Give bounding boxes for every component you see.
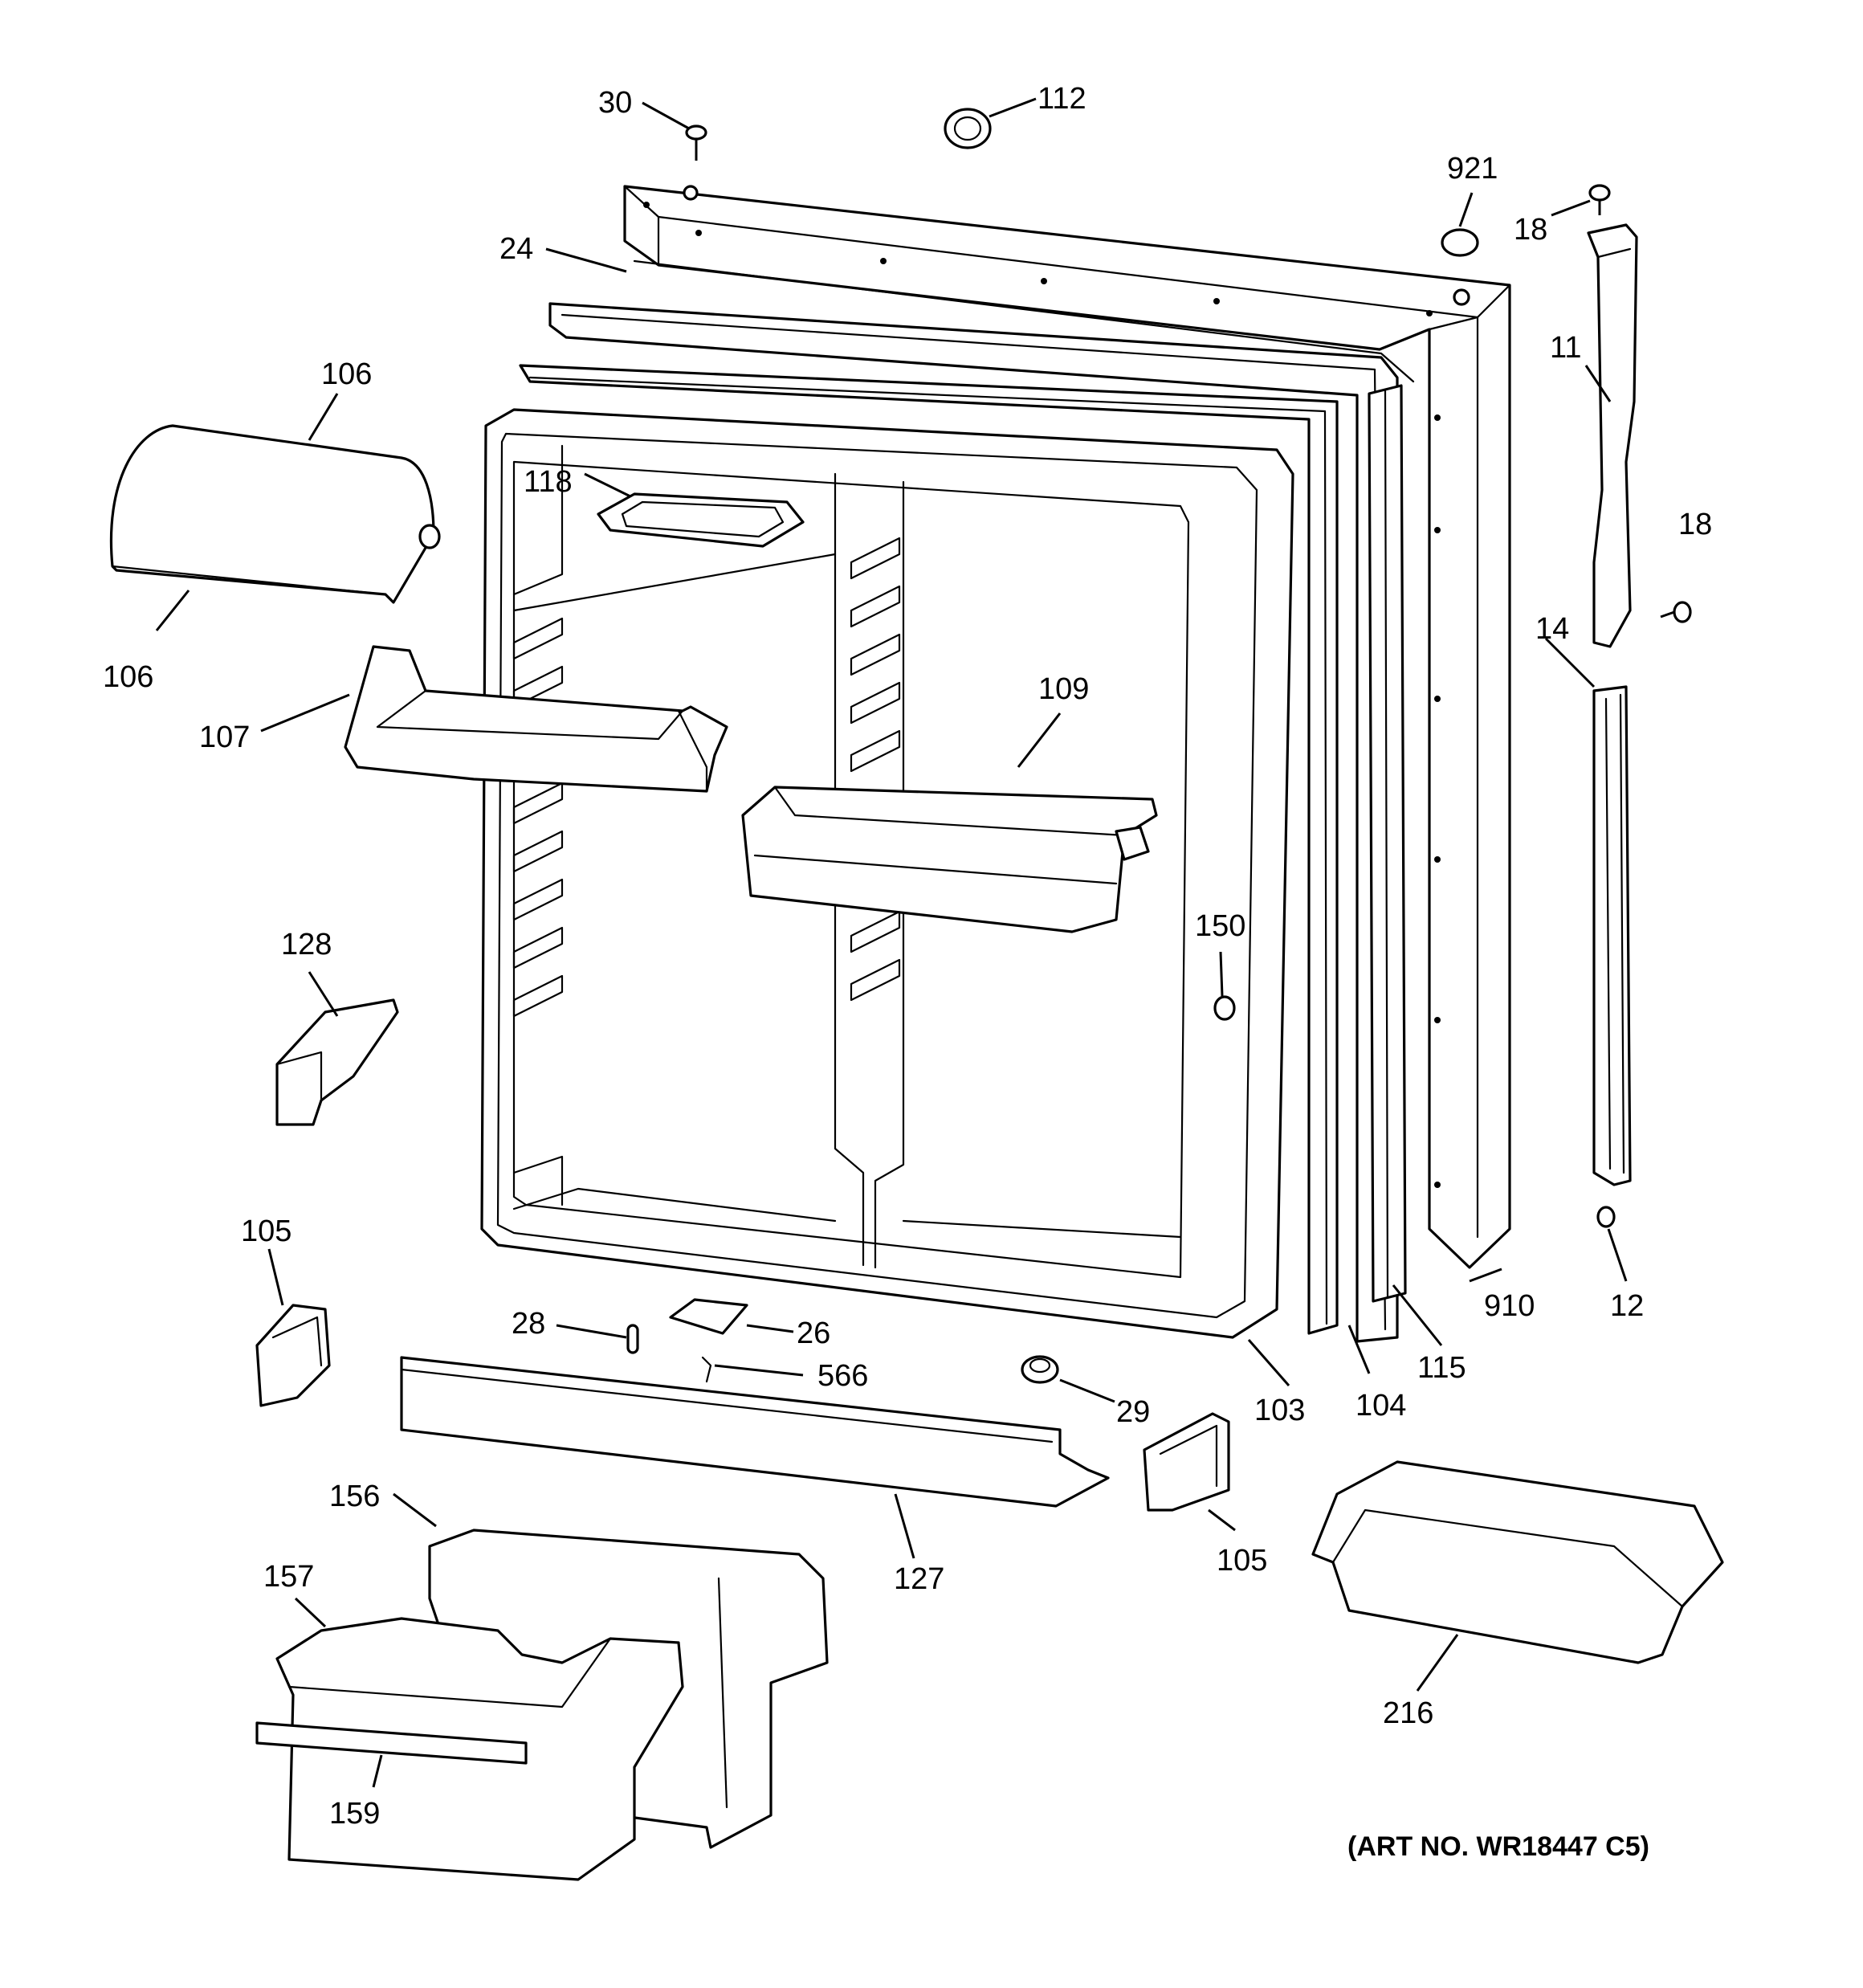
screw-18-side [1660, 601, 1692, 623]
cap-921 [1441, 228, 1479, 257]
door-bin-109 [741, 786, 1158, 933]
outer-door-panel [623, 185, 1511, 1269]
screw-150 [1213, 995, 1236, 1021]
callout-910: 910 [1484, 1289, 1535, 1323]
callout-109: 109 [1038, 672, 1089, 706]
plug-112 [944, 108, 992, 149]
door-liner-frame [519, 364, 1339, 1335]
callout-105-right: 105 [1217, 1544, 1267, 1578]
callout-157: 157 [263, 1560, 314, 1594]
leader-lines [155, 97, 1628, 1788]
art-number: (ART NO. WR18447 C5) [1347, 1831, 1649, 1862]
part-128 [275, 998, 399, 1126]
callout-921: 921 [1447, 152, 1498, 186]
callout-11: 11 [1550, 331, 1581, 365]
callout-106-top: 106 [321, 357, 372, 391]
bracket-105-right [1143, 1412, 1230, 1512]
callout-118: 118 [524, 465, 573, 499]
hinge-14 [1592, 685, 1632, 1186]
bracket-105-left [255, 1304, 331, 1407]
callout-150: 150 [1195, 909, 1245, 943]
screw-18-top [1588, 184, 1611, 215]
callout-115: 115 [1417, 1351, 1466, 1385]
screw-566 [701, 1356, 712, 1383]
callout-14: 14 [1535, 612, 1569, 646]
drawer-handle-159 [255, 1721, 528, 1765]
callout-566: 566 [817, 1359, 868, 1393]
callout-24: 24 [499, 232, 533, 266]
door-shelf-107 [344, 645, 728, 793]
screw-30 [685, 125, 707, 161]
callout-216: 216 [1383, 1696, 1433, 1730]
callout-30: 30 [598, 86, 632, 120]
callout-127: 127 [894, 1562, 944, 1596]
bottom-channel-127 [400, 1356, 1110, 1508]
callout-106-bottom: 106 [103, 660, 153, 694]
dairy-cover-106 [109, 424, 441, 604]
callout-18-top: 18 [1514, 213, 1547, 247]
bin-216 [1311, 1460, 1724, 1664]
callout-128: 128 [281, 928, 332, 961]
butter-tray [597, 492, 805, 548]
callout-26: 26 [797, 1316, 830, 1350]
screw-12 [1596, 1206, 1616, 1228]
callout-112: 112 [1037, 82, 1086, 116]
callout-107: 107 [199, 720, 250, 754]
callout-29: 29 [1116, 1395, 1150, 1429]
plug-29 [1021, 1355, 1059, 1384]
callout-12: 12 [1610, 1289, 1644, 1323]
callout-156: 156 [329, 1480, 380, 1513]
callout-labels: 30 112 921 18 24 106 11 118 18 14 106 10… [103, 82, 1712, 1831]
hinge-11 [1587, 223, 1638, 648]
callout-159: 159 [329, 1797, 380, 1831]
shelf-rails [512, 537, 901, 1018]
pin-28 [626, 1324, 639, 1354]
hinge-plate-26 [669, 1298, 748, 1335]
callout-103: 103 [1254, 1394, 1305, 1427]
callout-28: 28 [512, 1307, 545, 1341]
breaker-strip [1368, 384, 1407, 1303]
callout-105-left: 105 [241, 1214, 291, 1248]
callout-104: 104 [1355, 1389, 1406, 1423]
callout-18-side: 18 [1678, 508, 1712, 541]
